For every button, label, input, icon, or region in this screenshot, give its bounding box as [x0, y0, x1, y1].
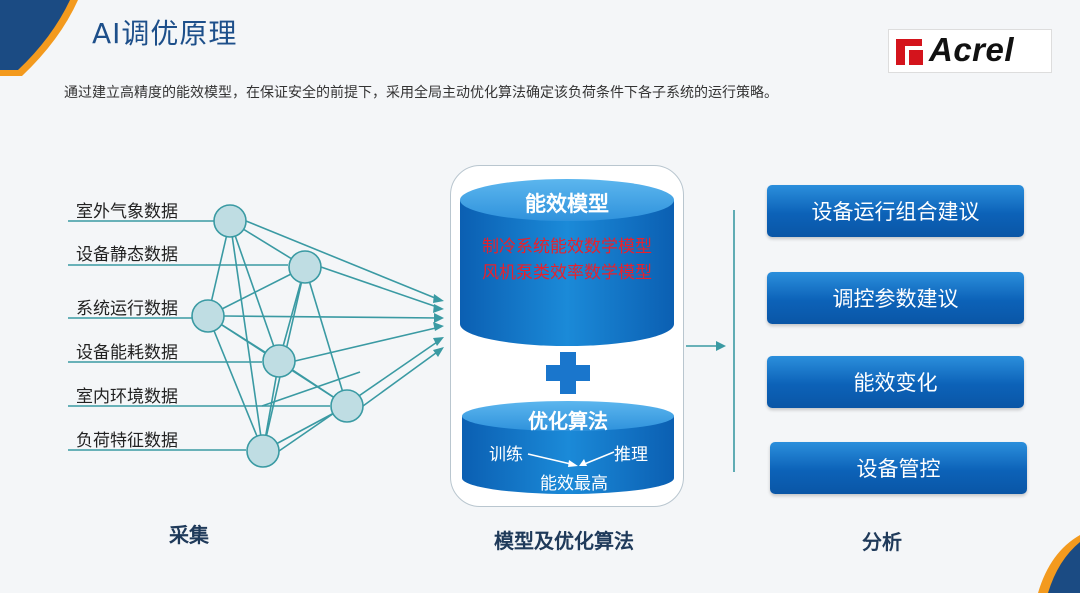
section-label-model: 模型及优化算法	[494, 529, 634, 553]
optimization-left-label: 训练	[489, 445, 523, 465]
section-label-analyze: 分析	[862, 530, 902, 554]
section-label-collect: 采集	[169, 523, 209, 547]
model-cylinder	[460, 179, 674, 346]
model-line: 风机泵类效率数学模型	[482, 263, 652, 283]
input-label: 设备静态数据	[76, 245, 178, 265]
bottom-right-corner-decoration	[1038, 535, 1080, 593]
input-label: 室外气象数据	[76, 202, 178, 222]
input-label: 负荷特征数据	[76, 431, 178, 451]
acrel-logo-mark-icon	[896, 39, 923, 65]
plus-icon	[546, 352, 590, 394]
output-button-equipment-control: 设备管控	[770, 442, 1027, 494]
output-button-equipment-combination: 设备运行组合建议	[767, 185, 1024, 237]
model-line: 制冷系统能效数学模型	[482, 237, 652, 257]
model-title: 能效模型	[525, 192, 609, 216]
input-label: 室内环境数据	[76, 387, 178, 407]
optimization-cylinder	[462, 401, 674, 494]
logo-text: Acrel	[929, 31, 1015, 68]
input-label: 系统运行数据	[76, 299, 178, 319]
page-subtitle: 通过建立高精度的能效模型，在保证安全的前提下，采用全局主动优化算法确定该负荷条件…	[64, 85, 778, 101]
output-connector	[686, 210, 735, 472]
neural-network-diagram	[68, 204, 444, 468]
optimization-arrows	[527, 451, 615, 467]
optimization-bottom-label: 能效最高	[540, 474, 608, 494]
acrel-logo: Acrel	[888, 29, 1052, 73]
output-button-efficiency-change: 能效变化	[767, 356, 1024, 408]
output-button-control-parameters: 调控参数建议	[767, 272, 1024, 324]
optimization-right-label: 推理	[614, 445, 648, 465]
page-title: AI调优原理	[92, 17, 238, 50]
top-left-corner-decoration	[0, 0, 78, 76]
optimization-title: 优化算法	[528, 409, 608, 433]
input-label: 设备能耗数据	[76, 343, 178, 363]
